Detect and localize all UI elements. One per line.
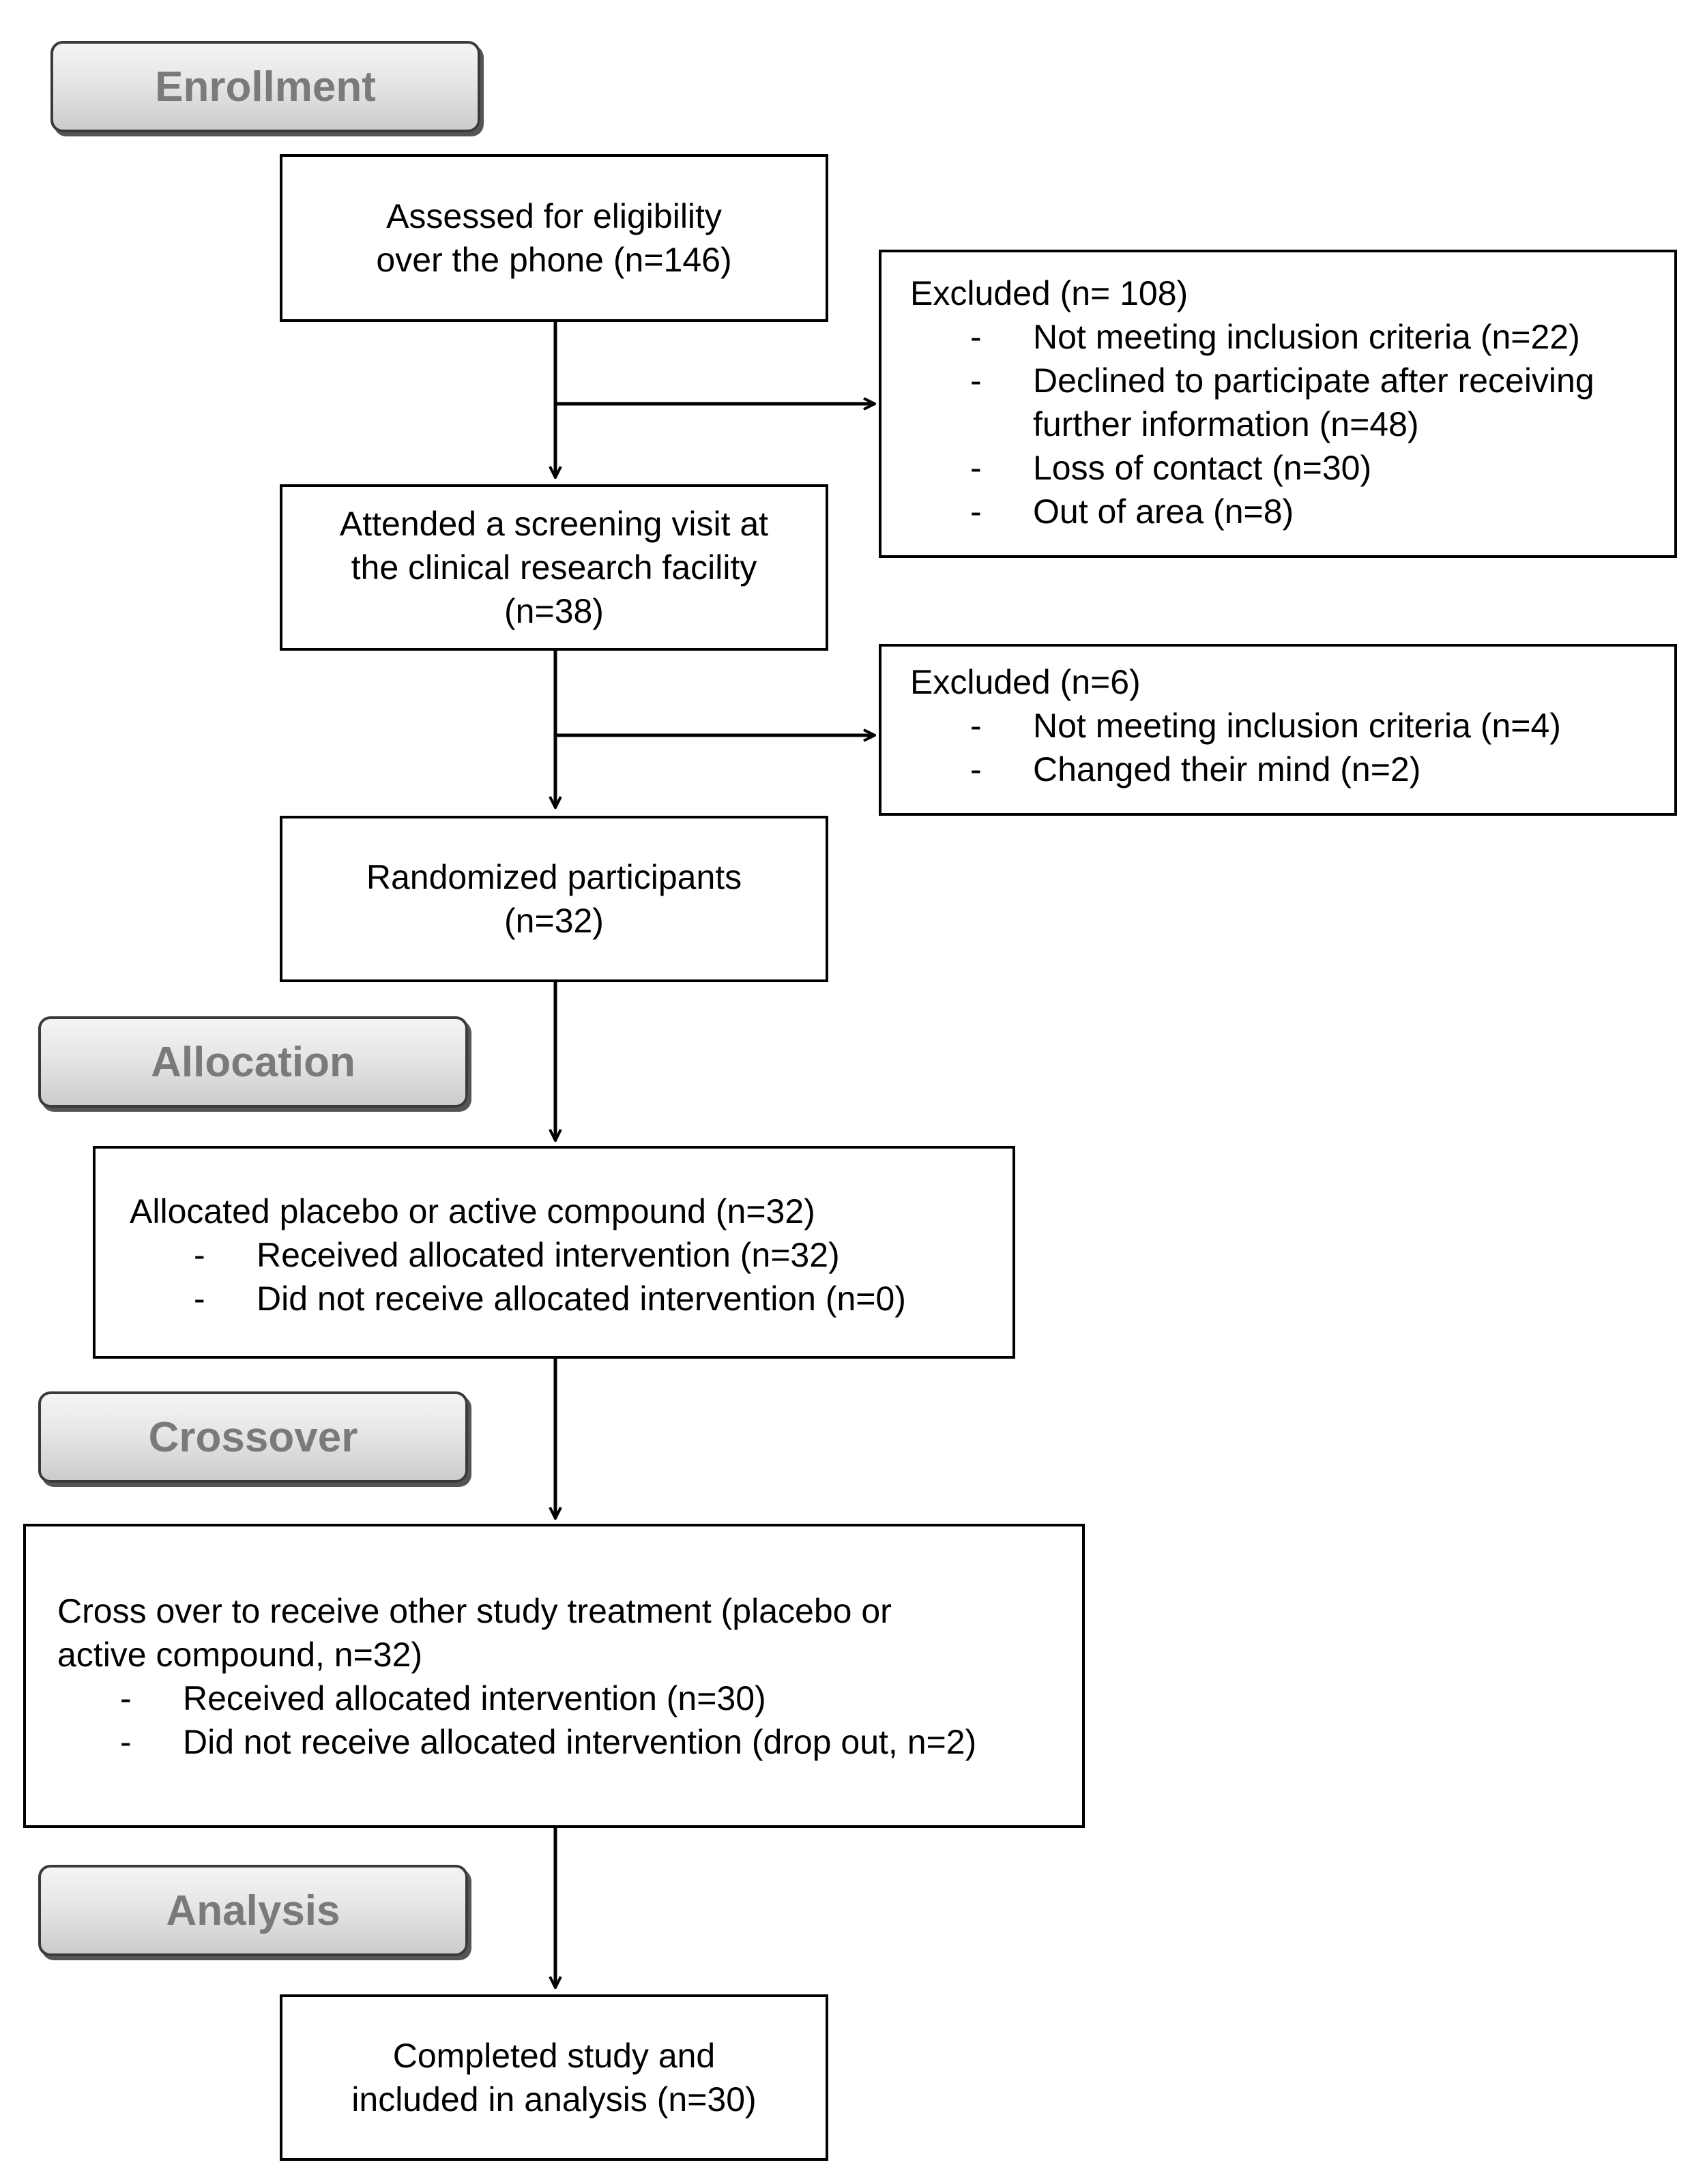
list-item: - Changed their mind (n=2) <box>910 748 1661 791</box>
assessed-line-1: Assessed for eligibility <box>386 197 722 235</box>
completed-line-2: included in analysis (n=30) <box>351 2080 757 2119</box>
allocated-item: Did not receive allocated intervention (… <box>257 1280 906 1318</box>
crossover-item: Received allocated intervention (n=30) <box>183 1679 766 1717</box>
bullet-dash: - <box>970 318 982 356</box>
list-item: further information (n=48) <box>910 402 1661 446</box>
excluded-box-1: Excluded (n= 108) - Not meeting inclusio… <box>879 250 1677 558</box>
list-item: - Not meeting inclusion criteria (n=22) <box>910 315 1661 359</box>
completed-line-1: Completed study and <box>392 2037 716 2075</box>
bullet-dash: - <box>194 1236 205 1274</box>
excluded-1-item: Loss of contact (n=30) <box>1033 449 1372 487</box>
bullet-dash: - <box>970 707 982 745</box>
list-item: - Out of area (n=8) <box>910 490 1661 533</box>
list-item: - Received allocated intervention (n=32) <box>130 1233 999 1277</box>
excluded-1-item: Declined to participate after receiving <box>1033 361 1594 400</box>
excluded-1-heading: Excluded (n= 108) <box>910 274 1189 312</box>
stage-label-analysis: Analysis <box>38 1865 468 1956</box>
screening-box: Attended a screening visit at the clinic… <box>280 484 828 651</box>
stage-label-enrollment: Enrollment <box>50 41 480 132</box>
screening-line-1: Attended a screening visit at <box>339 505 769 543</box>
randomized-line-1: Randomized participants <box>366 858 742 896</box>
randomized-line-2: (n=32) <box>504 902 604 940</box>
excluded-2-item: Not meeting inclusion criteria (n=4) <box>1033 707 1561 745</box>
excluded-1-item: Not meeting inclusion criteria (n=22) <box>1033 318 1580 356</box>
screening-line-2: the clinical research facility <box>351 548 757 587</box>
bullet-dash: - <box>120 1679 132 1717</box>
allocated-heading: Allocated placebo or active compound (n=… <box>130 1192 815 1230</box>
stage-label-allocation: Allocation <box>38 1016 468 1108</box>
list-item: - Not meeting inclusion criteria (n=4) <box>910 704 1661 748</box>
bullet-dash: - <box>970 750 982 788</box>
assessed-box: Assessed for eligibility over the phone … <box>280 154 828 322</box>
excluded-1-item-continued: further information (n=48) <box>1033 405 1419 443</box>
bullet-dash: - <box>970 361 982 400</box>
allocated-box: Allocated placebo or active compound (n=… <box>93 1146 1015 1359</box>
list-item: - Did not receive allocated intervention… <box>130 1277 999 1320</box>
bullet-dash: - <box>120 1723 132 1761</box>
excluded-2-item: Changed their mind (n=2) <box>1033 750 1421 788</box>
randomized-box: Randomized participants (n=32) <box>280 816 828 982</box>
allocated-item: Received allocated intervention (n=32) <box>257 1236 840 1274</box>
crossover-heading-line-1: Cross over to receive other study treatm… <box>57 1592 892 1630</box>
crossover-heading-line-2: active compound, n=32) <box>57 1636 423 1674</box>
list-item: - Loss of contact (n=30) <box>910 446 1661 490</box>
excluded-2-heading: Excluded (n=6) <box>910 663 1141 701</box>
completed-box: Completed study and included in analysis… <box>280 1994 828 2161</box>
assessed-line-2: over the phone (n=146) <box>376 241 732 279</box>
excluded-1-item: Out of area (n=8) <box>1033 492 1294 531</box>
crossover-item: Did not receive allocated intervention (… <box>183 1723 977 1761</box>
screening-line-3: (n=38) <box>504 592 604 630</box>
list-item: - Declined to participate after receivin… <box>910 359 1661 402</box>
list-item: - Received allocated intervention (n=30) <box>57 1677 1068 1720</box>
bullet-dash: - <box>970 449 982 487</box>
bullet-dash: - <box>970 492 982 531</box>
bullet-dash: - <box>194 1280 205 1318</box>
excluded-box-2: Excluded (n=6) - Not meeting inclusion c… <box>879 644 1677 816</box>
crossover-box: Cross over to receive other study treatm… <box>23 1524 1085 1828</box>
list-item: - Did not receive allocated intervention… <box>57 1720 1068 1764</box>
stage-label-crossover: Crossover <box>38 1391 468 1483</box>
